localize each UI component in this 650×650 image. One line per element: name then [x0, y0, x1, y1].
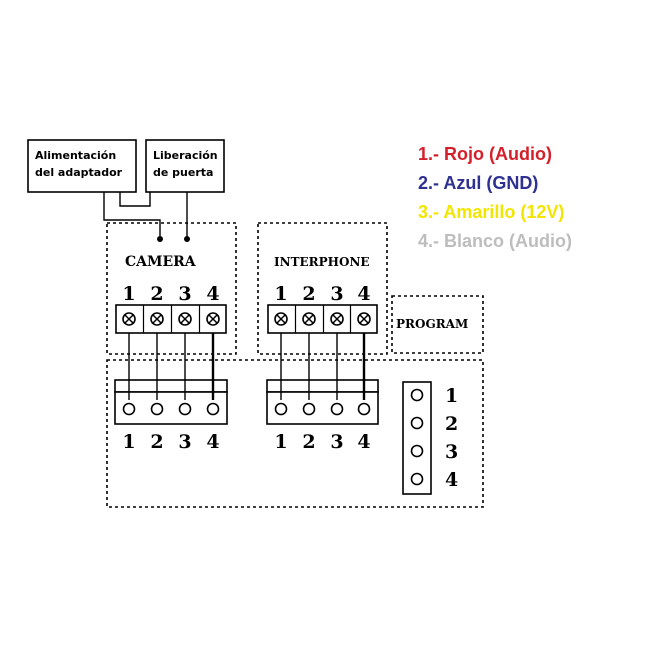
interphone-top-label-2: 2 — [302, 283, 315, 305]
legend-item-3: 3.- Amarillo (12V) — [418, 202, 564, 222]
pin-terminal-icon — [178, 402, 192, 416]
screw-slot — [208, 314, 218, 324]
screw-terminal-icon — [122, 312, 136, 326]
camera-top-label-4: 4 — [206, 283, 219, 305]
interphone-bottom-pin-label-4: 4 — [357, 431, 370, 453]
power-adapter-label-line2: del adaptador — [35, 166, 123, 179]
pin-terminal-icon — [330, 402, 344, 416]
interphone-bottom-pin-label-2: 2 — [302, 431, 315, 453]
screw-terminal-icon — [302, 312, 316, 326]
program-pin-label-4: 4 — [445, 469, 458, 491]
screw-slot — [332, 314, 342, 324]
screw-slot — [124, 314, 134, 324]
screw-terminal-icon — [150, 312, 164, 326]
camera-bottom-pin-label-1: 1 — [122, 431, 135, 453]
interphone-top-label-4: 4 — [357, 283, 370, 305]
pin-terminal-icon — [122, 402, 136, 416]
program-pin-label-1: 1 — [445, 385, 458, 407]
connection-wires — [128, 333, 366, 400]
camera-junction-dot-2 — [184, 236, 190, 242]
camera-bottom-connector-rail — [114, 379, 228, 393]
screw-terminal-icon — [206, 312, 220, 326]
camera-section-border — [106, 222, 237, 355]
interphone-bottom-pin-label-3: 3 — [330, 431, 343, 453]
screw-slot — [180, 314, 190, 324]
legend-item-1: 1.- Rojo (Audio) — [418, 144, 552, 164]
power-adapter-box: Alimentación del adaptador — [27, 139, 137, 193]
legend-item-4: 4.- Blanco (Audio) — [418, 231, 572, 251]
pin-terminal-icon — [274, 402, 288, 416]
main-board-border — [106, 359, 484, 508]
camera-bottom-pin-label-4: 4 — [206, 431, 219, 453]
interphone-bottom-pin-label-1: 1 — [274, 431, 287, 453]
pin-terminal-icon — [410, 416, 424, 430]
pin-terminal-icon — [357, 402, 371, 416]
camera-top-label-3: 3 — [178, 283, 191, 305]
screw-slot — [304, 314, 314, 324]
interphone-section-border — [257, 222, 388, 355]
screw-terminal-icon — [330, 312, 344, 326]
door-release-label-line1: Liberación — [153, 149, 218, 162]
supply-wires — [103, 192, 188, 238]
program-pin-label-3: 3 — [445, 441, 458, 463]
program-title: PROGRAM — [396, 317, 468, 331]
camera-top-label-1: 1 — [122, 283, 135, 305]
pin-terminal-icon — [302, 402, 316, 416]
power-adapter-label-line1: Alimentación — [35, 149, 116, 162]
camera-bottom-pin-label-2: 2 — [150, 431, 163, 453]
interphone-top-label-3: 3 — [330, 283, 343, 305]
screw-terminal-icon — [178, 312, 192, 326]
camera-top-label-2: 2 — [150, 283, 163, 305]
pin-terminal-icon — [410, 472, 424, 486]
screw-terminal-icon — [357, 312, 371, 326]
camera-title: CAMERA — [125, 254, 197, 270]
legend-item-2: 2.- Azul (GND) — [418, 173, 538, 193]
interphone-bottom-connector-rail — [266, 379, 379, 393]
pin-terminal-icon — [410, 388, 424, 402]
program-section-border — [391, 295, 484, 354]
camera-junction-dot-1 — [157, 236, 163, 242]
screw-terminal-icon — [274, 312, 288, 326]
door-release-label-line2: de puerta — [153, 166, 213, 179]
pin-terminal-icon — [150, 402, 164, 416]
screw-slot — [276, 314, 286, 324]
screw-slot — [152, 314, 162, 324]
door-release-box: Liberación de puerta — [145, 139, 225, 193]
wire-color-legend: 1.- Rojo (Audio) 2.- Azul (GND) 3.- Amar… — [418, 144, 572, 251]
program-connector: 1 2 3 4 — [402, 381, 458, 495]
program-pin-label-2: 2 — [445, 413, 458, 435]
pin-terminal-icon — [410, 444, 424, 458]
interphone-top-label-1: 1 — [274, 283, 287, 305]
camera-bottom-pin-label-3: 3 — [178, 431, 191, 453]
interphone-title: INTERPHONE — [274, 255, 370, 269]
screw-slot — [359, 314, 369, 324]
pin-terminal-icon — [206, 402, 220, 416]
